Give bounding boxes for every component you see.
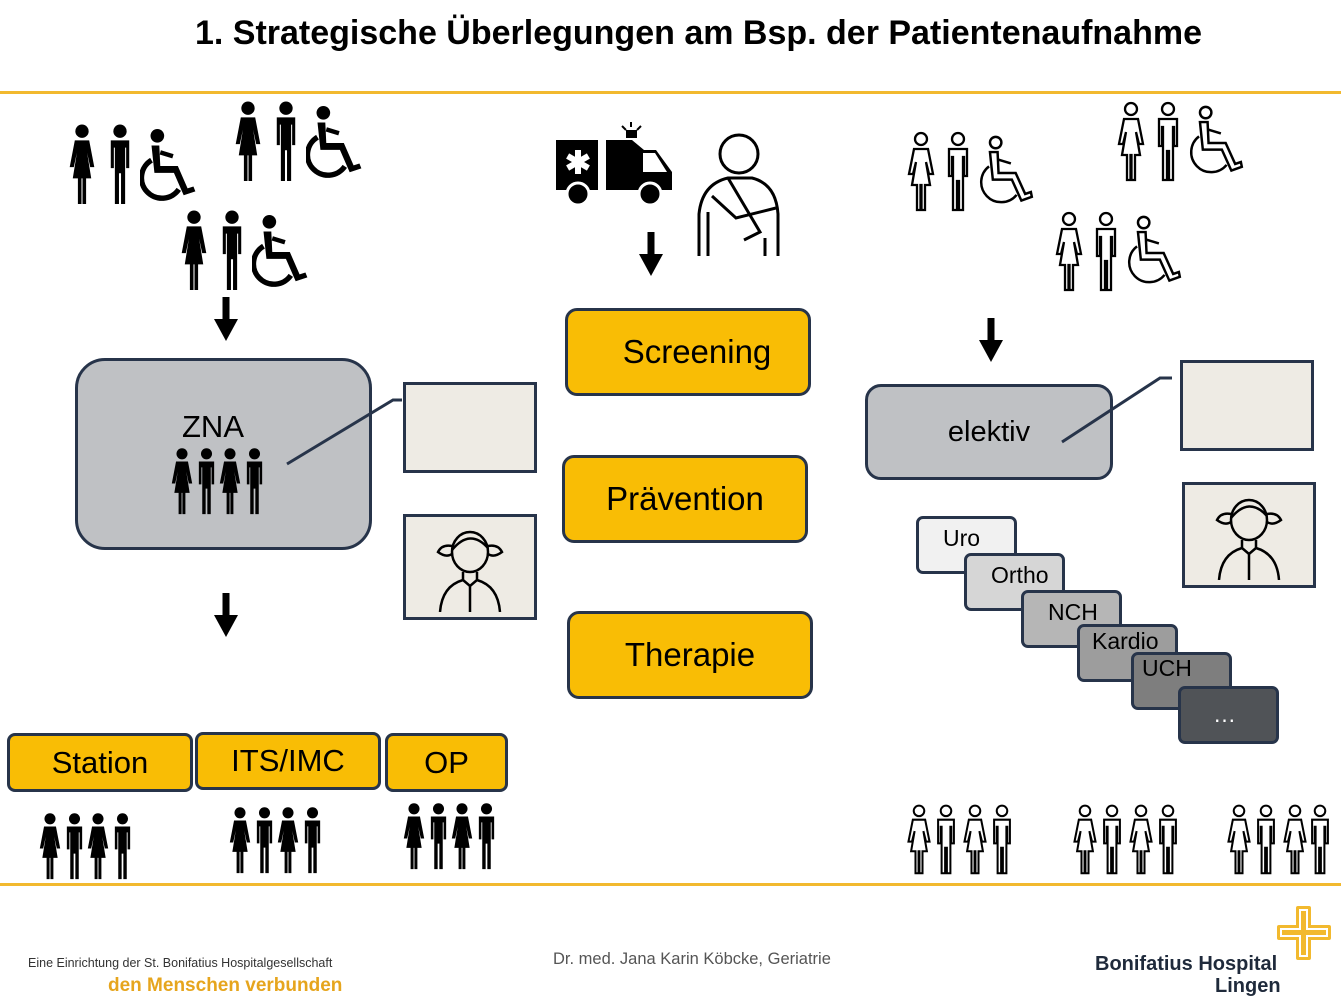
zna-label: ZNA <box>182 409 244 444</box>
doctor-box <box>403 514 537 620</box>
footer-organization: Eine Einrichtung der St. Bonifatius Hosp… <box>28 956 333 970</box>
footer-slogan: den Menschen verbunden <box>108 975 343 996</box>
elektiv-box: elektiv <box>865 384 1113 480</box>
empty-box <box>403 382 537 473</box>
footer-author: Dr. med. Jana Karin Köbcke, Geriatrie <box>553 950 831 968</box>
op-box: OP <box>385 733 508 792</box>
hospital-city: Lingen <box>1215 975 1281 997</box>
its-imc-box: ITS/IMC <box>195 732 381 790</box>
doctor-box <box>1182 482 1316 588</box>
page-title: 1. Strategische Überlegungen am Bsp. der… <box>194 14 1203 52</box>
specialty-ortho: Ortho <box>964 553 1065 611</box>
bottom-divider <box>0 883 1341 886</box>
top-divider <box>0 91 1341 94</box>
zna-box: ZNA <box>75 358 372 550</box>
hospital-cross-logo <box>1277 906 1331 960</box>
hospital-name: Bonifatius Hospital <box>1095 953 1278 975</box>
therapie-box: Therapie <box>567 611 813 699</box>
screening-box: Screening <box>565 308 811 396</box>
station-box: Station <box>7 733 193 792</box>
empty-box <box>1180 360 1314 451</box>
ambulance-icon <box>556 122 672 207</box>
injured-person-icon <box>697 133 780 256</box>
praevention-box: Prävention <box>562 455 808 543</box>
specialty-more: … <box>1178 686 1279 744</box>
